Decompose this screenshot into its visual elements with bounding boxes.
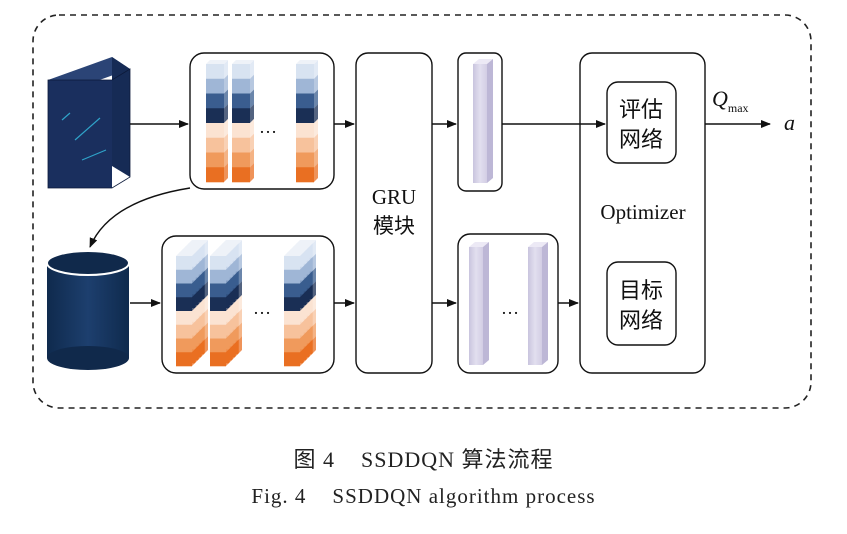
replay-memory-database-icon bbox=[46, 250, 130, 370]
state-column-3 bbox=[296, 60, 318, 183]
lower-feature-bar-1 bbox=[469, 242, 489, 365]
gru-label: GRU bbox=[372, 185, 416, 209]
caption-cn-figure-number: 图 4 bbox=[293, 447, 335, 472]
caption-en-figure-number: Fig. 4 bbox=[251, 484, 307, 508]
q-max-label: Qmax bbox=[712, 86, 749, 115]
caption-english: Fig. 4 SSDDQN algorithm process bbox=[0, 484, 847, 509]
evaluation-network-label-line2: 网络 bbox=[619, 127, 663, 152]
target-network-box bbox=[606, 261, 677, 346]
upper-feature-bar bbox=[473, 59, 493, 183]
batch-column-2-layer-1 bbox=[210, 252, 230, 367]
action-label: a bbox=[784, 110, 795, 135]
ssddqn-diagram: … … GRU 模块 … Optimizer 评估 网络 目标 网络 bbox=[32, 14, 812, 409]
environment-state-cube-icon bbox=[47, 57, 131, 189]
lower-ellipsis: … bbox=[253, 298, 271, 318]
evaluation-network-label-line1: 评估 bbox=[619, 97, 663, 122]
arrow-stacks-to-memory bbox=[89, 187, 191, 248]
upper-ellipsis: … bbox=[259, 117, 277, 137]
state-sequence-stacks bbox=[206, 60, 318, 183]
outer-dashed-frame bbox=[32, 14, 812, 409]
target-network-label-line1: 目标 bbox=[619, 278, 663, 303]
target-network-label-line2: 网络 bbox=[619, 308, 663, 333]
feature-ellipsis: … bbox=[501, 298, 519, 318]
gru-module-box bbox=[355, 52, 433, 374]
optimizer-label: Optimizer bbox=[600, 200, 685, 224]
gru-module-label: 模块 bbox=[373, 214, 415, 238]
state-column-2 bbox=[232, 60, 254, 183]
caption-cn-title: SSDDQN 算法流程 bbox=[360, 447, 554, 472]
batch-sequence-stacks bbox=[176, 240, 316, 367]
batch-column-1-layer-1 bbox=[176, 252, 196, 367]
evaluation-network-box bbox=[606, 81, 677, 164]
batch-column-3-layer-1 bbox=[284, 252, 304, 367]
caption-chinese: 图 4 SSDDQN 算法流程 bbox=[0, 442, 847, 474]
lower-feature-bar-2 bbox=[528, 242, 548, 365]
state-column-1 bbox=[206, 60, 228, 183]
caption-en-title: SSDDQN algorithm process bbox=[332, 484, 596, 508]
